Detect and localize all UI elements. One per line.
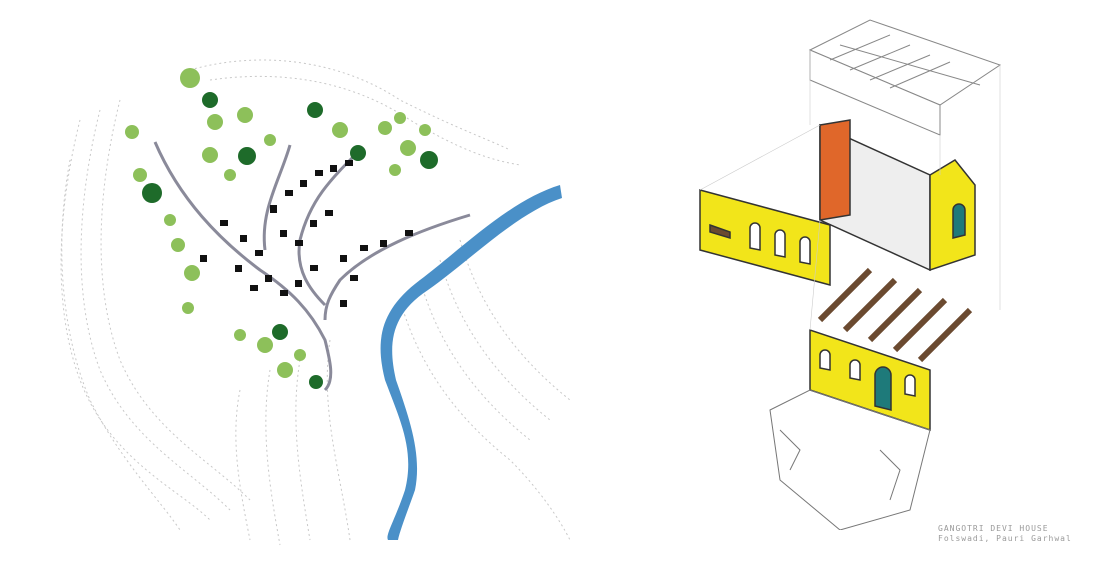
exploded-axonometric-house bbox=[699, 19, 1002, 530]
upper-floor bbox=[819, 119, 976, 272]
caption-title: GANGOTRI DEVI HOUSE bbox=[938, 524, 1049, 533]
roof bbox=[808, 19, 1002, 136]
village-site-plan bbox=[60, 59, 571, 546]
trees bbox=[125, 68, 438, 389]
river bbox=[380, 185, 562, 540]
ground-ruins bbox=[769, 389, 931, 530]
buildings bbox=[200, 160, 413, 307]
roof-beams bbox=[817, 267, 973, 363]
caption-location: Folswadi, Pauri Garhwal bbox=[938, 534, 1072, 543]
roads bbox=[153, 141, 471, 392]
side-wall bbox=[699, 189, 831, 286]
guide-lines bbox=[699, 50, 1001, 331]
lower-floor bbox=[809, 328, 931, 432]
house-caption: GANGOTRI DEVI HOUSE Folswadi, Pauri Garh… bbox=[938, 524, 1072, 544]
contour-lines bbox=[60, 59, 571, 546]
